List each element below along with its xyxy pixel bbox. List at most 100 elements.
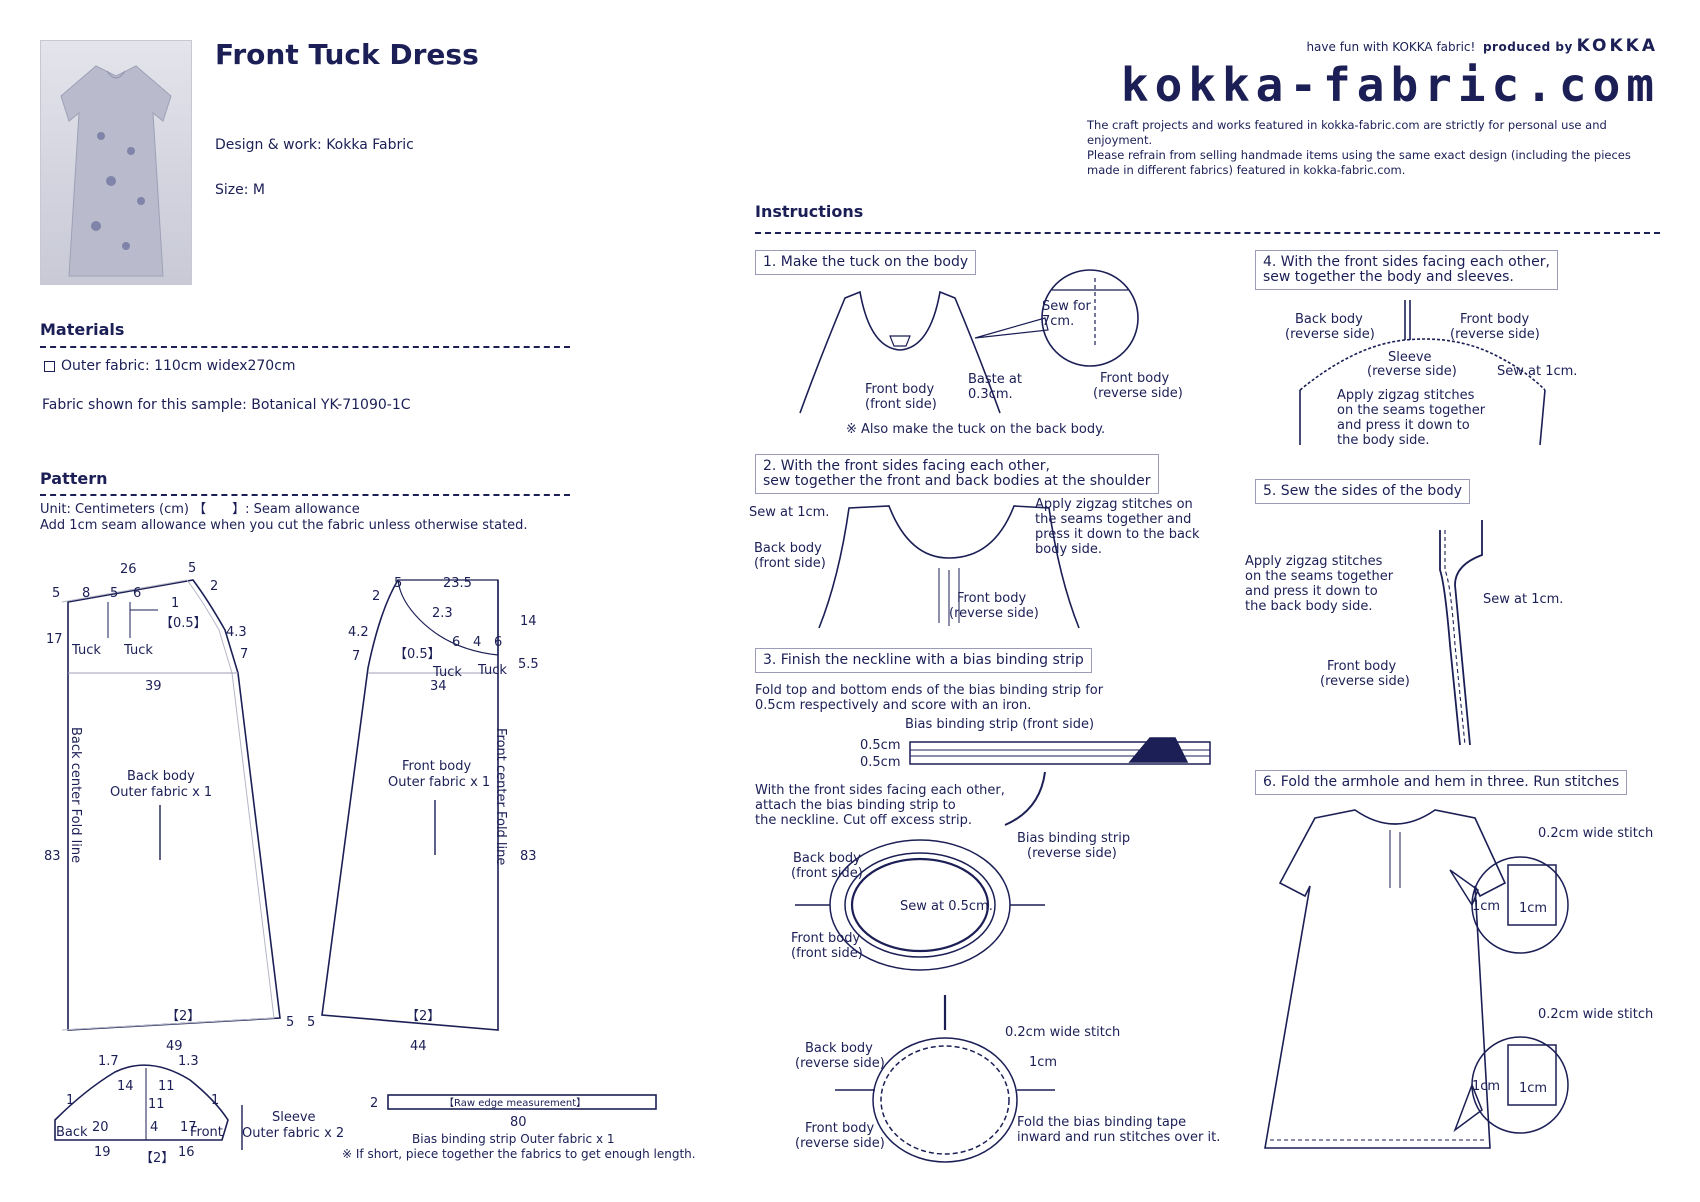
step-3-note: Sew at 0.5cm. [900,899,993,914]
step-3-note: Fold top and bottom ends of the bias bin… [755,683,1104,698]
step-4-note: and press it down to [1337,418,1470,433]
step-1-note: (front side) [865,397,937,412]
step-2-label-line: 2. With the front sides facing each othe… [763,458,1050,474]
bias-strip-outline [387,1094,657,1110]
step-5-note: Apply zigzag stitches [1245,554,1383,569]
step-6-diagram: 0.2cm wide stitch 1cm 1cm 0.2cm wide sti… [1264,809,1653,1149]
step-1-bodice [799,290,1001,414]
armhole-zoom-fold [1507,864,1557,926]
step-5-label: 5. Sew the sides of the body [1255,479,1471,504]
front-dim: 2 [372,589,380,604]
dress-photo [40,40,192,285]
bias-raw-edge-label: 【Raw edge measurement】 [444,1097,586,1109]
step-3-note: Back body [793,851,861,866]
step-4-label-line: sew together the body and sleeves. [1263,269,1514,285]
instructions-heading: Instructions [755,202,864,221]
step-4-note: Sew at 1cm. [1497,364,1577,379]
front-dim: 5 [307,1015,315,1030]
step-2-note: Front body [957,591,1026,606]
step-4-sleeve-cap [1299,338,1546,391]
back-dim: 【0.5】 [160,616,207,631]
step-3-note: inward and run stitches over it. [1017,1130,1220,1145]
back-dim: 7 [240,647,248,662]
step-2-note: the seams together and [1035,512,1191,527]
front-fold-label: Front center Fold line [493,728,508,865]
step-3-note: (front side) [791,866,863,881]
back-dim: 【2】 [166,1009,200,1024]
instructions-divider [755,232,1660,234]
allowance-line: Add 1cm seam allowance when you cut the … [40,518,528,533]
design-credit: Design & work: Kokka Fabric [215,137,414,153]
step-3-finished-inner [880,1045,1010,1155]
front-body-outline [397,579,499,656]
step-3-label: 3. Finish the neckline with a bias bindi… [755,648,1092,673]
step-2-label-line: sew together the front and back bodies a… [763,473,1151,489]
back-body-name: Back body [127,769,195,784]
materials-divider [40,346,570,348]
front-body-cut: Outer fabric x 1 [388,775,490,790]
step-3-note: 0.5cm [860,755,901,770]
fabric-sample-note: Fabric shown for this sample: Botanical … [42,397,411,413]
step-3-note: (reverse side) [795,1136,885,1151]
dress-photo-illustration [60,65,172,277]
sleeve-dim: 11 [158,1079,175,1094]
materials-item: Outer fabric: 110cm widex270cm [44,358,296,374]
step-1-note: 0.3cm. [968,387,1013,402]
front-dim: Tuck [477,663,507,678]
step-3-note: (reverse side) [795,1056,885,1071]
pattern-divider [40,494,570,496]
sleeve-dim: 4 [150,1120,158,1135]
step-1-diagram: Sew for 7cm. Front body (front side) Bas… [799,269,1183,437]
step-3-note: 1cm [1029,1055,1057,1070]
front-dim: 23.5 [443,576,472,591]
step-4-note: Sleeve [1388,350,1432,365]
step-5-side-seam [1454,520,1483,746]
step-1-note: Front body [1100,371,1169,386]
brand-line: have fun with KOKKA fabric! produced by … [1306,36,1658,56]
step-6-note: 0.2cm wide stitch [1538,1007,1653,1022]
tagline: have fun with KOKKA fabric! [1306,40,1476,54]
sleeve-dim: Back [56,1125,88,1140]
unit-line: Unit: Centimeters (cm) 【 】: Seam allowan… [40,502,360,517]
step-2-note: (front side) [754,556,826,571]
back-dim: 1 [171,596,179,611]
front-dim: 34 [430,679,447,694]
step-5-diagram: Apply zigzag stitches on the seams toget… [1245,520,1563,746]
step-6-note: 1cm [1472,899,1500,914]
sleeve-dim: 20 [92,1120,109,1135]
size-label: Size: M [215,182,265,198]
front-dim: 【0.5】 [394,647,441,662]
step-2-note: Sew at 1cm. [749,505,829,520]
step-3-note: Bias binding strip (front side) [905,717,1094,732]
back-dim: Tuck [123,643,153,658]
step-6-label: 6. Fold the armhole and hem in three. Ru… [1255,770,1628,795]
front-dim: 83 [520,849,537,864]
back-dim: 5 [110,586,118,601]
front-dim: 【2】 [406,1009,440,1024]
step-2-bodice [818,505,1080,629]
front-dim: 2.3 [432,606,453,621]
step-6-note: 1cm [1519,901,1547,916]
back-dim: 39 [145,679,162,694]
back-dim: 83 [44,849,61,864]
back-dim: 5 [286,1015,294,1030]
step-1-note: Sew for [1042,299,1092,314]
hem-zoom-fold [1507,1044,1557,1106]
back-dim: 4.3 [226,625,247,640]
step-3-note: Front body [805,1121,874,1136]
sleeve-dim: 19 [94,1145,111,1160]
step-5-note: the back body side. [1245,599,1373,614]
hem-zoom-pointer [1453,1082,1483,1133]
front-dim: 5.5 [518,657,539,672]
step-4-note: the body side. [1337,433,1430,448]
step-3-note: the neckline. Cut off excess strip. [755,813,972,828]
step-1-zoom-circle [1041,269,1139,367]
front-dim: 4 [473,635,481,650]
back-dim: 8 [82,586,90,601]
front-dim: 44 [410,1039,427,1054]
notice-line: made in different fabrics) featured in k… [1087,163,1406,177]
sleeve-cut: Outer fabric x 2 [242,1126,344,1141]
bias-name: Bias binding strip Outer fabric x 1 [412,1132,615,1146]
back-dim: 17 [46,632,63,647]
step-3-strip [909,741,1211,765]
